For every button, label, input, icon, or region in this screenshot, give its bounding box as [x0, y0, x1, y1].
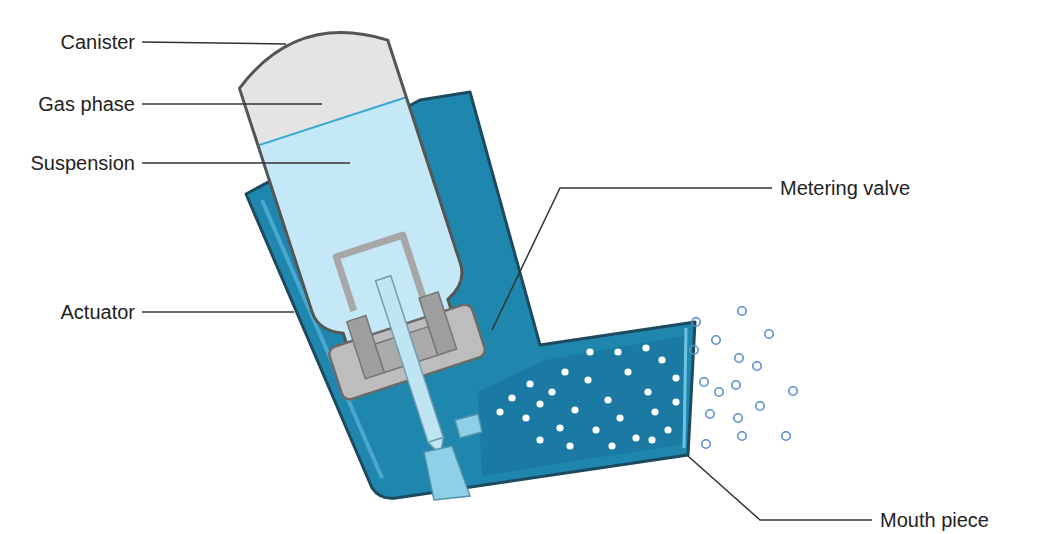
- particle: [632, 434, 639, 441]
- particle: [536, 400, 543, 407]
- particle: [648, 436, 655, 443]
- particle: [789, 387, 797, 395]
- particle: [765, 330, 773, 338]
- particle: [522, 414, 529, 421]
- particle: [526, 380, 533, 387]
- particle: [604, 396, 611, 403]
- aerosol-particles: [496, 344, 679, 449]
- particle: [664, 426, 671, 433]
- particle: [672, 398, 679, 405]
- particle: [548, 388, 555, 395]
- particle: [658, 356, 665, 363]
- particle: [616, 414, 623, 421]
- particle: [508, 394, 515, 401]
- canister-group: [208, 0, 526, 482]
- particle: [608, 442, 615, 449]
- actuator-body: [246, 92, 695, 498]
- particle: [614, 348, 621, 355]
- particle: [702, 440, 710, 448]
- part-label: Actuator: [61, 300, 135, 324]
- particle: [586, 348, 593, 355]
- particle: [642, 344, 649, 351]
- particle: [536, 436, 543, 443]
- particle: [738, 432, 746, 440]
- particle: [644, 388, 651, 395]
- particle: [738, 307, 746, 315]
- spray-orifice: [455, 414, 482, 438]
- nozzle-block: [424, 446, 470, 500]
- particle: [561, 368, 568, 375]
- part-label: Canister: [61, 30, 135, 54]
- particle: [556, 424, 563, 431]
- particle: [566, 442, 573, 449]
- particle: [700, 378, 708, 386]
- particle: [706, 410, 714, 418]
- leader-lines: [142, 42, 872, 520]
- particle: [624, 368, 631, 375]
- aerosol-cloud: [690, 307, 797, 448]
- particle: [782, 432, 790, 440]
- particle: [692, 318, 700, 326]
- particle: [571, 406, 578, 413]
- particle: [584, 376, 591, 383]
- mouthpiece-interior: [478, 336, 685, 476]
- particle: [496, 408, 503, 415]
- part-label: Mouth piece: [880, 508, 989, 532]
- particle: [592, 426, 599, 433]
- particle: [672, 374, 679, 381]
- particle: [756, 402, 764, 410]
- particle: [734, 414, 742, 422]
- particle: [732, 381, 740, 389]
- particle: [715, 388, 723, 396]
- part-label: Suspension: [30, 151, 135, 175]
- particle: [712, 336, 720, 344]
- particle: [735, 354, 743, 362]
- particle: [651, 408, 658, 415]
- part-label: Gas phase: [38, 92, 135, 116]
- mouthpiece-lip: [684, 328, 686, 448]
- particle: [753, 362, 761, 370]
- particle: [690, 346, 698, 354]
- part-label: Metering valve: [780, 176, 910, 200]
